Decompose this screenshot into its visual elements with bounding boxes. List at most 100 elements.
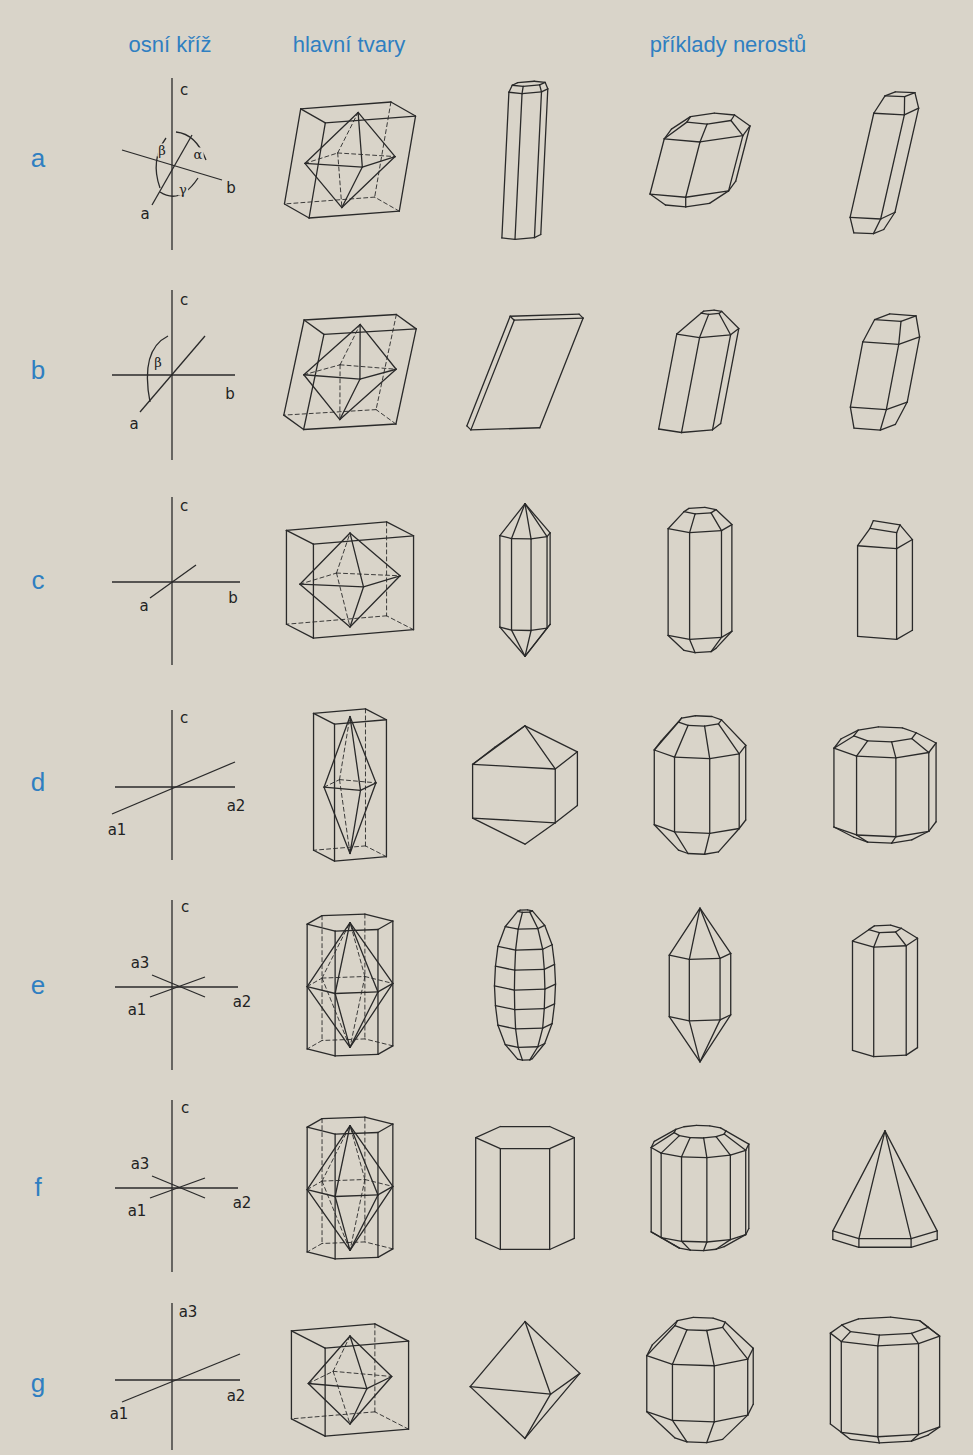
crystal-edge [853, 1050, 874, 1056]
crystal-edge [689, 958, 720, 960]
crystal-edge [712, 716, 722, 719]
crystal-edge [540, 85, 542, 92]
crystal-edge [716, 631, 732, 648]
crystal-edge [350, 576, 400, 627]
crystal-edge [538, 925, 545, 928]
crystal-edge [514, 970, 516, 990]
crystal-edge [516, 929, 519, 950]
axis-label: a3 [130, 956, 151, 971]
axis-line [152, 975, 205, 997]
crystal-edge [687, 1329, 707, 1331]
crystal-edge [540, 318, 583, 428]
row-letter: f [33, 1174, 42, 1200]
crystal-edge [324, 787, 360, 790]
crystal-edge [707, 1439, 723, 1442]
crystal-edge [873, 230, 883, 234]
crystal-edge [522, 86, 523, 93]
crystal-edge [726, 1131, 749, 1144]
crystal-edge [650, 139, 664, 194]
crystal-solid [324, 717, 376, 854]
crystal-edge [514, 950, 516, 970]
crystal-edge [514, 1010, 516, 1029]
crystal-edge [718, 720, 721, 724]
crystal-edge [724, 1235, 746, 1247]
crystal-figure [833, 1131, 937, 1247]
crystal-edge [731, 121, 743, 136]
crystal-solid [307, 923, 393, 1048]
crystal-edge [891, 1317, 920, 1320]
crystal-edge [676, 1127, 684, 1130]
crystal-edge [340, 369, 396, 419]
crystal-edge [307, 1252, 335, 1259]
crystal-edge [534, 234, 540, 237]
crystal-edge [875, 320, 901, 322]
crystal-edge [686, 191, 729, 197]
crystal-edge [716, 1247, 724, 1250]
crystal-edge [543, 1009, 545, 1028]
crystal-edge [661, 1136, 679, 1154]
axis-line [171, 1100, 172, 1272]
crystal-edge [516, 1027, 543, 1029]
crystal-edge [704, 1249, 716, 1250]
crystal-edge [716, 1137, 730, 1155]
angle-label: β [153, 356, 163, 369]
crystal-figure [502, 81, 548, 239]
crystal-edge [874, 925, 890, 927]
crystal-edge [305, 112, 358, 163]
crystal-edge [916, 733, 936, 743]
crystal-edge [709, 759, 710, 834]
crystal-edge [704, 310, 714, 312]
crystal-figure [473, 726, 578, 844]
crystal-edge [518, 1058, 523, 1060]
crystal-edge [928, 1327, 940, 1336]
crystal-edge [901, 316, 916, 322]
crystal-solid [476, 1127, 575, 1250]
crystal-edge [722, 720, 746, 745]
angle-arc [176, 132, 206, 160]
crystal-edge [307, 1127, 335, 1134]
crystal-edge [834, 748, 857, 756]
crystal-edge [305, 163, 342, 207]
crystal-edge [515, 238, 534, 240]
crystal-edge [335, 857, 387, 861]
crystal-edge [753, 1348, 754, 1404]
crystal-edge [842, 1325, 851, 1332]
hidden-edge [339, 365, 340, 420]
axis-label: c [180, 900, 190, 915]
crystal-edge [284, 415, 304, 429]
crystal-edge [885, 92, 895, 96]
crystal-edge [545, 984, 556, 989]
crystal-edge [868, 741, 892, 742]
crystal-edge [525, 1373, 580, 1438]
crystal-edge [725, 1322, 753, 1348]
crystal-edge [545, 925, 552, 944]
hidden-edge [365, 1180, 393, 1187]
crystal-solid [651, 1125, 749, 1250]
hidden-edge [333, 1371, 392, 1376]
angle-arc [156, 138, 166, 188]
crystal-edge [322, 1117, 365, 1119]
hidden-edge [337, 573, 350, 627]
crystal-edge [854, 736, 868, 741]
crystal-edge [719, 958, 720, 1019]
crystal-edge [518, 1047, 522, 1060]
crystal-edge [707, 1155, 730, 1157]
hidden-edge [337, 533, 350, 573]
crystal-edge [545, 82, 548, 88]
crystal-edge [467, 316, 510, 426]
crystal-edge [518, 912, 522, 929]
crystal-edge [314, 709, 366, 713]
crystal-edge [530, 539, 531, 631]
crystal-edge [544, 1004, 554, 1009]
crystal-edge [300, 584, 350, 627]
crystal-edge [911, 1435, 928, 1441]
hidden-edge [322, 1181, 350, 1250]
crystal-edge [300, 533, 350, 584]
crystal-edge [684, 650, 695, 652]
crystal-edge [284, 109, 300, 204]
crystal-solid [850, 314, 919, 430]
crystal-edge [664, 139, 700, 142]
crystal-figure [650, 113, 750, 207]
crystal-edge [661, 1153, 681, 1157]
hidden-edge [386, 522, 387, 616]
